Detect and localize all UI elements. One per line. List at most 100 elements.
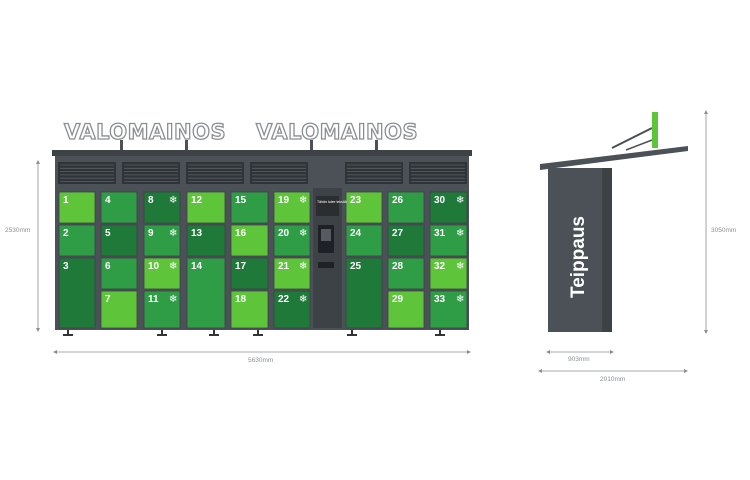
sign-post (375, 140, 378, 152)
locker-number: 26 (392, 195, 404, 206)
locker-number: 15 (235, 195, 247, 206)
locker-door-panel[interactable] (273, 257, 311, 290)
snowflake-icon: ❄ (456, 261, 464, 272)
locker-door-panel[interactable] (429, 257, 468, 290)
locker-door-panel[interactable] (387, 191, 425, 224)
locker-door-panel[interactable] (273, 191, 311, 224)
roof (52, 150, 472, 156)
snowflake-icon: ❄ (169, 195, 177, 206)
front-height-label: 2530mm (5, 227, 30, 234)
locker-door[interactable]: 18 (230, 290, 269, 329)
locker-door-panel[interactable] (273, 224, 311, 257)
locker-door[interactable]: 11❄ (143, 290, 181, 329)
locker-door-panel[interactable] (100, 290, 138, 329)
card-slot (321, 229, 331, 241)
locker-door-panel[interactable] (429, 224, 468, 257)
locker-door-panel[interactable] (387, 257, 425, 290)
locker-door[interactable]: 20❄ (273, 224, 311, 257)
locker-door[interactable]: 12 (186, 191, 226, 224)
snowflake-icon: ❄ (169, 228, 177, 239)
locker-door[interactable]: 31 ❄ (429, 224, 468, 257)
locker-door-panel[interactable] (345, 257, 383, 329)
locker-number: 13 (191, 228, 203, 239)
snowflake-icon: ❄ (456, 195, 464, 206)
locker-door[interactable]: 16 (230, 224, 269, 257)
locker-door-panel[interactable] (230, 224, 269, 257)
locker-door[interactable]: 8❄ (143, 191, 181, 224)
locker-number: 21 (278, 261, 290, 272)
locker-door-panel[interactable] (143, 290, 181, 329)
side-depth-label: 903mm (568, 356, 590, 363)
locker-door[interactable]: 5 (100, 224, 138, 257)
locker-door-panel[interactable] (186, 224, 226, 257)
locker-door-panel[interactable] (230, 290, 269, 329)
sign-post (310, 140, 313, 152)
locker-door[interactable]: 21❄ (273, 257, 311, 290)
vent-grille (122, 162, 180, 184)
locker-door[interactable]: 14 (186, 257, 226, 329)
locker-door-panel[interactable] (387, 224, 425, 257)
locker-number: 28 (392, 261, 404, 272)
locker-door-panel[interactable] (143, 257, 181, 290)
locker-door[interactable]: 4 (100, 191, 138, 224)
locker-door[interactable]: 33❄ (429, 290, 468, 329)
locker-door[interactable]: 22❄ (273, 290, 311, 329)
locker-door[interactable]: 13 (186, 224, 226, 257)
locker-door-panel[interactable] (58, 224, 96, 257)
locker-number: 9 (148, 228, 154, 239)
sign-post (120, 140, 123, 152)
side-door-edge (602, 168, 612, 332)
snowflake-icon: ❄ (169, 294, 177, 305)
locker-door-panel[interactable] (100, 257, 138, 290)
locker-number: 31 (434, 228, 446, 239)
locker-door-panel[interactable] (100, 191, 138, 224)
locker-door[interactable]: 6 (100, 257, 138, 290)
snowflake-icon: ❄ (299, 228, 307, 239)
locker-number: 2 (63, 228, 69, 239)
locker-door[interactable]: 27 (387, 224, 425, 257)
side-body (548, 168, 612, 332)
locker-door-panel[interactable] (143, 224, 181, 257)
side-sign (652, 112, 658, 148)
locker-door-panel[interactable] (58, 191, 96, 224)
snowflake-icon: ❄ (456, 228, 464, 239)
locker-door-panel[interactable] (345, 224, 383, 257)
locker-door[interactable]: 1 (58, 191, 96, 224)
locker-door[interactable]: 15 (230, 191, 269, 224)
locker-door-panel[interactable] (387, 290, 425, 329)
locker-door[interactable]: 28 (387, 257, 425, 290)
locker-door[interactable]: 29 (387, 290, 425, 329)
locker-door-panel[interactable] (58, 257, 96, 329)
locker-door[interactable]: 23 (345, 191, 383, 224)
vent-grille (58, 162, 116, 184)
locker-door[interactable]: 19❄ (273, 191, 311, 224)
locker-door-panel[interactable] (230, 191, 269, 224)
locker-door[interactable]: 17 (230, 257, 269, 290)
locker-door-panel[interactable] (273, 290, 311, 329)
locker-number: 19 (278, 195, 290, 206)
sign-text-left: VALOMAINOS (64, 120, 226, 144)
locker-door-panel[interactable] (345, 191, 383, 224)
locker-door[interactable]: 10❄ (143, 257, 181, 290)
locker-door-panel[interactable] (186, 191, 226, 224)
locker-number: 24 (350, 228, 362, 239)
locker-door[interactable]: 24 (345, 224, 383, 257)
locker-door[interactable]: 25 (345, 257, 383, 329)
locker-door[interactable]: 32❄ (429, 257, 468, 290)
side-panel-text: Teippaus (568, 216, 589, 298)
locker-door-panel[interactable] (429, 290, 468, 329)
locker-door-panel[interactable] (143, 191, 181, 224)
locker-door-panel[interactable] (100, 224, 138, 257)
locker-door[interactable]: 7 (100, 290, 138, 329)
locker-number: 23 (350, 195, 362, 206)
locker-door[interactable]: 30❄ (429, 191, 468, 224)
locker-number: 33 (434, 294, 446, 305)
locker-door[interactable]: 9❄ (143, 224, 181, 257)
locker-door-panel[interactable] (186, 257, 226, 329)
canopy-strut (625, 139, 653, 151)
locker-door[interactable]: 3 (58, 257, 96, 329)
locker-door-panel[interactable] (429, 191, 468, 224)
locker-door-panel[interactable] (230, 257, 269, 290)
locker-door[interactable]: 2 (58, 224, 96, 257)
locker-door[interactable]: 26 (387, 191, 425, 224)
